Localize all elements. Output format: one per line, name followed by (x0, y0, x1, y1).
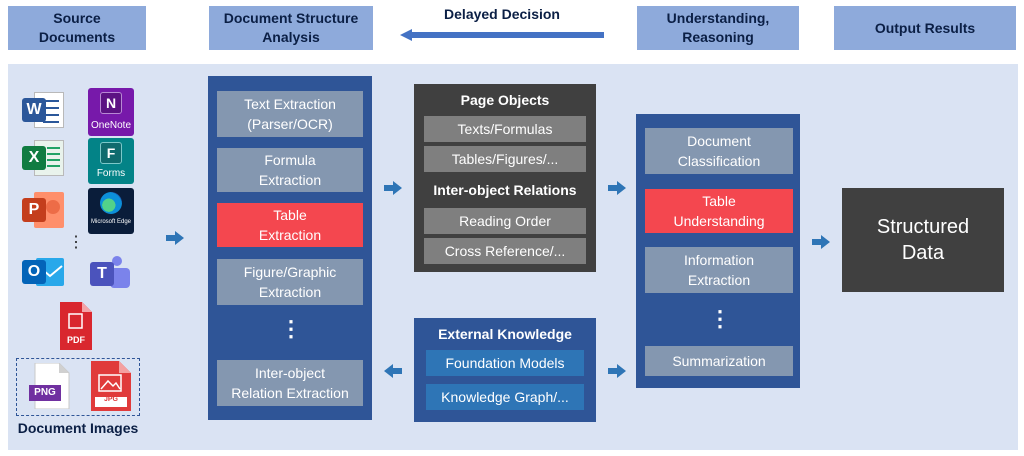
object-tables-figures: Tables/Figures/... (424, 146, 586, 172)
delayed-decision-arrow (400, 28, 604, 41)
structured-data-output: Structured Data (842, 188, 1004, 292)
header-source-documents: Source Documents (8, 6, 146, 50)
powerpoint-icon: P (22, 190, 66, 230)
png-icon: PNG (29, 362, 71, 410)
external-knowledge-title: External Knowledge (438, 326, 572, 342)
more-sources-dots: ⋮ (68, 234, 84, 251)
task-summarization: Summarization (645, 346, 793, 376)
document-images-label: Document Images (17, 420, 139, 436)
arrow-objects-to-understanding (608, 181, 626, 200)
relations-title: Inter-object Relations (433, 182, 577, 198)
header-document-structure: Document Structure Analysis (209, 6, 373, 50)
pdf-icon: PDF (60, 302, 92, 350)
arrow-understanding-to-output (812, 235, 830, 254)
teams-icon: T (88, 252, 132, 292)
task-document-classification: Document Classification (645, 128, 793, 174)
outlook-icon: O (22, 252, 66, 292)
arrow-knowledge-to-understanding (608, 364, 626, 383)
header-delayed-decision: Delayed Decision (444, 6, 560, 22)
object-texts-formulas: Texts/Formulas (424, 116, 586, 142)
arrow-knowledge-to-structure (384, 364, 402, 383)
understanding-more-dots: ⋮ (709, 306, 731, 331)
image-documents-group: PNG JPG (16, 358, 140, 416)
structure-more-dots: ⋮ (280, 316, 302, 341)
onenote-icon: N OneNote (88, 88, 134, 136)
jpg-icon: JPG (91, 361, 131, 411)
task-information-extraction: Information Extraction (645, 247, 793, 293)
arrow-sources-to-structure (166, 231, 184, 250)
edge-icon: Microsoft Edge (88, 188, 134, 234)
header-output-results: Output Results (834, 6, 1016, 50)
page-objects-title: Page Objects (460, 92, 550, 108)
task-table-understanding: Table Understanding (645, 189, 793, 233)
step-formula-extraction: Formula Extraction (217, 148, 363, 192)
word-icon: W (22, 90, 66, 130)
source-icons: W N OneNote X F Forms P Microsoft Edge ⋮… (16, 86, 142, 446)
page-objects-block: Page Objects Texts/Formulas Tables/Figur… (414, 84, 596, 272)
arrow-structure-to-objects (384, 181, 402, 200)
step-table-extraction: Table Extraction (217, 203, 363, 247)
step-text-extraction: Text Extraction (Parser/OCR) (217, 91, 363, 137)
external-knowledge-block: External Knowledge Foundation Models Kno… (414, 318, 596, 422)
step-figure-extraction: Figure/Graphic Extraction (217, 259, 363, 305)
knowledge-graph: Knowledge Graph/... (426, 384, 584, 410)
forms-icon: F Forms (88, 138, 134, 184)
step-relation-extraction: Inter-object Relation Extraction (217, 360, 363, 406)
header-understanding: Understanding, Reasoning (637, 6, 799, 50)
excel-icon: X (22, 138, 66, 178)
knowledge-foundation-models: Foundation Models (426, 350, 584, 376)
relation-cross-reference: Cross Reference/... (424, 238, 586, 264)
relation-reading-order: Reading Order (424, 208, 586, 234)
